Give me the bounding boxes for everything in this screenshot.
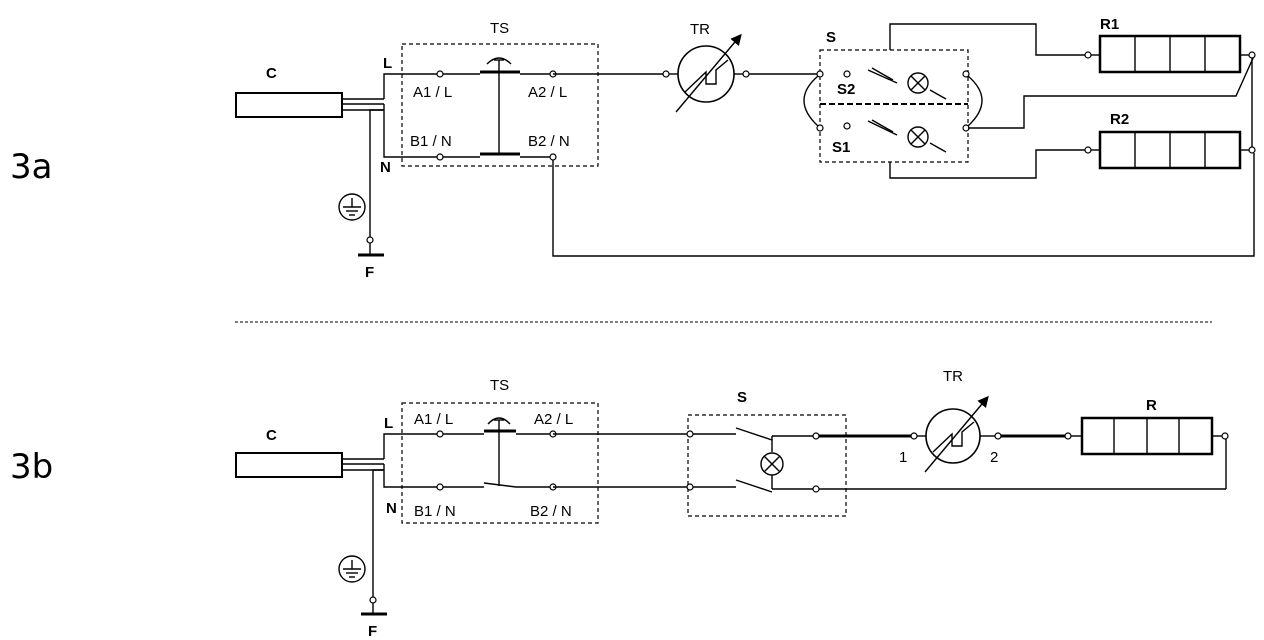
neutral-wire bbox=[383, 104, 440, 158]
cable-label-3b: C bbox=[266, 427, 277, 444]
thermostat-icon bbox=[662, 33, 750, 113]
cable-body bbox=[235, 92, 343, 118]
s-box bbox=[819, 49, 969, 163]
tr-term2-label: 2 bbox=[990, 449, 998, 466]
ts-box bbox=[401, 43, 599, 167]
ground-label-3b: F bbox=[368, 623, 377, 640]
ground-wire bbox=[369, 109, 384, 240]
ts-b1-label: B1 / N bbox=[410, 133, 452, 150]
s2-label: S2 bbox=[837, 81, 855, 98]
switch-s-3b bbox=[686, 427, 820, 493]
ts-a1-label-3b: A1 / L bbox=[414, 411, 453, 428]
s-bridge-return bbox=[968, 55, 1255, 129]
neutral-label-3b: N bbox=[386, 500, 397, 517]
s-output-bridge bbox=[967, 75, 983, 127]
line-label-3b: L bbox=[384, 415, 393, 432]
tr-term1-label: 1 bbox=[899, 449, 907, 466]
line-label: L bbox=[383, 55, 392, 72]
heater-r2 bbox=[1084, 130, 1256, 170]
r2-label: R2 bbox=[1110, 111, 1129, 128]
r-label-3b: R bbox=[1146, 397, 1157, 414]
cable-label: C bbox=[266, 65, 277, 82]
ground-node bbox=[366, 236, 374, 244]
heater-r-3b bbox=[1064, 416, 1229, 456]
s-to-r1-wire bbox=[889, 23, 1086, 56]
line-wire-3b bbox=[383, 433, 440, 459]
ts-box-3b bbox=[401, 402, 599, 524]
cable-leads-3b bbox=[342, 458, 384, 471]
s1-label: S1 bbox=[832, 139, 850, 156]
diagram-3a-tag: 3a bbox=[10, 147, 52, 187]
s-label: S bbox=[826, 29, 836, 46]
neutral-wire-3b bbox=[383, 464, 440, 488]
ts-label-3b: TS bbox=[490, 377, 509, 394]
ts-b2-label: B2 / N bbox=[528, 133, 570, 150]
switch-s2 bbox=[816, 67, 970, 100]
cable-body-3b bbox=[235, 452, 343, 478]
s-box-3b bbox=[687, 414, 847, 517]
neutral-label: N bbox=[380, 159, 391, 176]
s-to-r2-wire bbox=[889, 149, 1086, 179]
diagram-3b: 3b C L N F TS A1 / L A2 / L B1 / bbox=[10, 368, 1229, 640]
ts-b1-label-3b: B1 / N bbox=[414, 503, 456, 520]
thermostat-icon-3b bbox=[910, 395, 1002, 473]
tr-label: TR bbox=[690, 21, 710, 38]
cable-leads bbox=[342, 98, 384, 111]
ground-label: F bbox=[365, 264, 374, 281]
neutral-return-wire bbox=[552, 153, 1255, 257]
s-input-bridge bbox=[803, 75, 819, 127]
ts-a2-label: A2 / L bbox=[528, 84, 567, 101]
ts-breaker bbox=[436, 57, 557, 161]
ts-label: TS bbox=[490, 20, 509, 37]
switch-s1 bbox=[816, 119, 970, 153]
tr-label-3b: TR bbox=[943, 368, 963, 385]
ts-a1-label: A1 / L bbox=[413, 84, 452, 101]
ground-wire-3b bbox=[372, 469, 384, 598]
ts-b2-label-3b: B2 / N bbox=[530, 503, 572, 520]
ts-breaker-3b bbox=[436, 417, 557, 491]
s-label-3b: S bbox=[737, 389, 747, 406]
diagram-3b-tag: 3b bbox=[10, 447, 53, 487]
ts-a2-label-3b: A2 / L bbox=[534, 411, 573, 428]
line-wire bbox=[383, 73, 440, 99]
diagram-3a: 3a C L N F TS A1 / L A2 / L bbox=[10, 16, 1256, 281]
r1-label: R1 bbox=[1100, 16, 1119, 33]
heater-r1 bbox=[1084, 34, 1256, 74]
ground-icon bbox=[338, 193, 366, 221]
ground-node-3b bbox=[369, 596, 377, 604]
ground-icon-3b bbox=[338, 555, 366, 583]
